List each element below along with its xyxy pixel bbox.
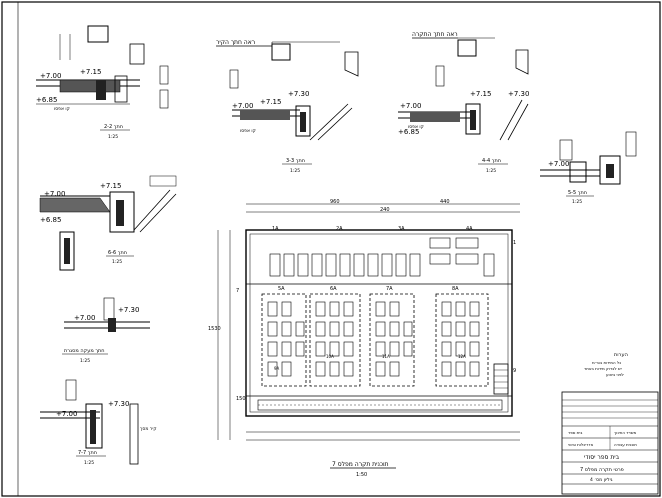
plan-room-10: 10A bbox=[326, 354, 334, 359]
s6-scale: 1:25 bbox=[80, 358, 90, 364]
plan-dim-top-2: 440 bbox=[440, 199, 450, 205]
s6-level-1: +7.00 bbox=[74, 314, 95, 322]
s6-title: חתך מעקה מסגרת bbox=[64, 348, 105, 354]
s2-level-3: +7.00 bbox=[232, 102, 253, 110]
section-4-4: ראה חתך התקרה +7.30 +7.15 +7.00 +6.85 קו… bbox=[398, 31, 529, 174]
s5-level-1: +7.15 bbox=[100, 182, 121, 190]
tb-row-2: משרד החינוך bbox=[614, 430, 637, 435]
plan-room-8: 8A bbox=[452, 286, 459, 292]
plan-zone-4 bbox=[435, 293, 489, 387]
tb-footer: גיליון מס׳ 4 bbox=[590, 477, 613, 483]
s7-title: חתך 7-7 bbox=[78, 450, 97, 456]
plan-marker-2: 1 bbox=[513, 240, 516, 246]
plan-dim-top-3: 240 bbox=[380, 207, 390, 213]
s3-level-2: +7.15 bbox=[470, 90, 491, 98]
tb-row-1: בית ספר bbox=[568, 430, 583, 435]
s3-header: ראה חתך התקרה bbox=[412, 31, 458, 38]
plan-room-1: 1A bbox=[272, 226, 279, 232]
section-3-3: ראה חתך הקיר +7.30 +7.15 +7.00 קו אפסו ח… bbox=[216, 39, 359, 174]
s3-title: חתך 4-4 bbox=[482, 158, 501, 164]
tb-project: בית ספר יסודי bbox=[584, 454, 620, 461]
tb-row-4: תוכנית עבודה bbox=[614, 442, 637, 447]
s4-scale: 1:25 bbox=[572, 199, 582, 205]
s3-level-1: +7.30 bbox=[508, 90, 529, 98]
plan-title: תוכנית תקרה מפלס 7 bbox=[332, 461, 389, 468]
s3-scale: 1:25 bbox=[486, 168, 496, 174]
plan-room-6: 6A bbox=[330, 286, 337, 292]
plan-room-4: 4A bbox=[466, 226, 473, 232]
notes-line-3: לפני ביצוע bbox=[606, 372, 624, 377]
s7-note: קיר מסך bbox=[140, 427, 157, 432]
plan-scale: 1:50 bbox=[356, 472, 367, 478]
plan-room-7: 7A bbox=[386, 286, 393, 292]
title-block: בית ספר משרד החינוך אדריכלות ובינוי תוכנ… bbox=[561, 391, 659, 495]
s1-title: חתך 2-2 bbox=[104, 124, 123, 130]
s1-level-3: +6.85 bbox=[36, 96, 57, 104]
plan-marker-1: 7 bbox=[236, 288, 239, 294]
s2-level-2: +7.15 bbox=[260, 98, 281, 106]
s7-level-2: +7.00 bbox=[56, 410, 77, 418]
section-railing: +7.00 +7.30 חתך מעקה מסגרת 1:25 bbox=[62, 297, 150, 364]
plan-room-11: 11A bbox=[382, 354, 390, 359]
section-5-5: +7.00 חתך 5-5 1:25 bbox=[540, 131, 637, 205]
s4-level-1: +7.00 bbox=[548, 160, 569, 168]
plan-marker-3: 9 bbox=[513, 368, 516, 374]
s4-title: חתך 5-5 bbox=[568, 190, 587, 196]
notes-block: הערות כל המידות בס״מ יש לבדוק מידות באתר… bbox=[584, 352, 628, 377]
s3-level-4: +6.85 bbox=[398, 128, 419, 136]
section-7-7: +7.30 +7.00 קיר מסך חתך 7-7 1:25 bbox=[40, 379, 157, 466]
s1-level-2: +7.00 bbox=[40, 72, 61, 80]
plan-room-9: 9A bbox=[274, 366, 280, 371]
notes-line-1: כל המידות בס״מ bbox=[592, 360, 621, 365]
plan-dim-top-1: 960 bbox=[330, 199, 340, 205]
ceiling-plan: 960 440 240 1530 150 bbox=[208, 199, 520, 478]
s5-title: חתך 6-6 bbox=[108, 250, 127, 256]
plan-dim-side-2: 150 bbox=[236, 396, 246, 402]
s3-note: קו אפסו bbox=[408, 125, 424, 130]
s3-level-3: +7.00 bbox=[400, 102, 421, 110]
section-2-2: +7.15 +7.00 +6.85 קו אפסו חתך 2-2 1:25 bbox=[36, 25, 169, 140]
s1-scale: 1:25 bbox=[108, 134, 118, 140]
s5-level-2: +7.00 bbox=[44, 190, 65, 198]
plan-dim-side-1: 1530 bbox=[208, 326, 221, 332]
section-6-6: +7.15 +7.00 +6.85 חתך 6-6 1:25 bbox=[39, 175, 177, 271]
s6-level-2: +7.30 bbox=[118, 306, 139, 314]
notes-heading: הערות bbox=[614, 352, 628, 358]
s2-level-1: +7.30 bbox=[288, 90, 309, 98]
s2-title: חתך 3-3 bbox=[286, 158, 305, 164]
s2-header: ראה חתך הקיר bbox=[216, 39, 255, 46]
plan-room-3: 3A bbox=[398, 226, 405, 232]
tb-row-3: אדריכלות ובינוי bbox=[568, 442, 594, 447]
plan-zone-1 bbox=[261, 293, 307, 387]
plan-room-2: 2A bbox=[336, 226, 343, 232]
plan-top-tiles bbox=[269, 237, 495, 277]
plan-room-12: 12A bbox=[458, 354, 466, 359]
s2-scale: 1:25 bbox=[290, 168, 300, 174]
s7-level-1: +7.30 bbox=[108, 400, 129, 408]
notes-line-2: יש לבדוק מידות באתר bbox=[584, 366, 622, 371]
s2-note: קו אפסו bbox=[240, 129, 256, 134]
s5-level-3: +6.85 bbox=[40, 216, 61, 224]
tb-drawing: פרטי תקרה מפלס 7 bbox=[580, 467, 624, 473]
plan-room-5: 5A bbox=[278, 286, 285, 292]
plan-zone-2 bbox=[309, 293, 361, 387]
s7-scale: 1:25 bbox=[84, 460, 94, 466]
s1-note: קו אפסו bbox=[54, 107, 70, 112]
s1-level-1: +7.15 bbox=[80, 68, 101, 76]
s5-scale: 1:25 bbox=[112, 259, 122, 265]
plan-zone-3 bbox=[369, 293, 415, 387]
